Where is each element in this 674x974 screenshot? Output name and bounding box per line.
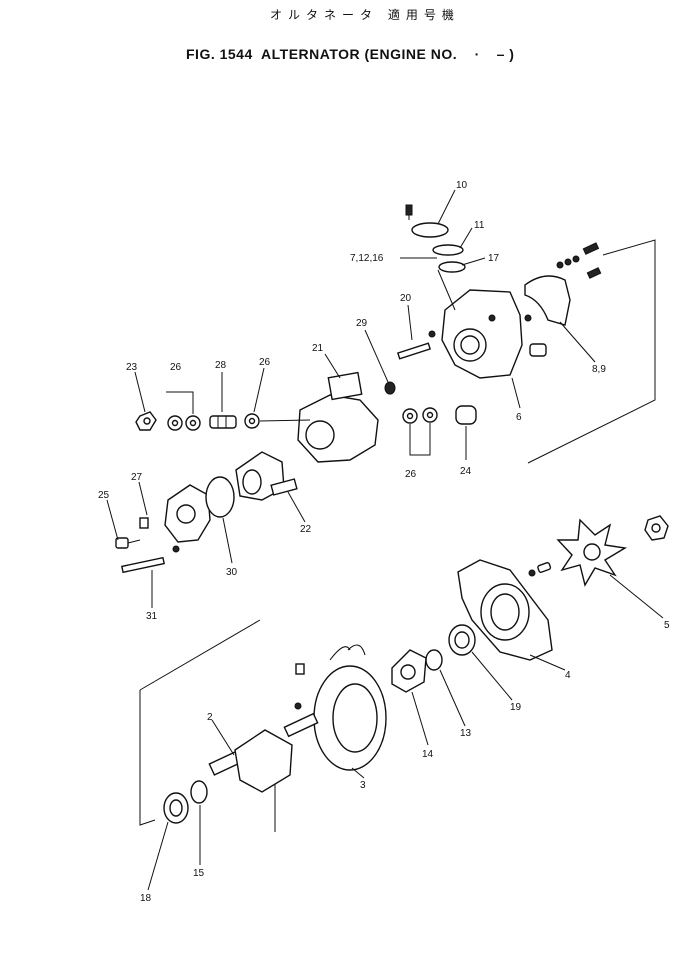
washers-26-c bbox=[402, 407, 438, 424]
callout-19: 19 bbox=[510, 702, 522, 713]
rectifier-holder-21 bbox=[297, 371, 379, 463]
terminal-cap-24 bbox=[455, 405, 477, 425]
callout-28: 28 bbox=[215, 360, 227, 371]
retainer-plate-14 bbox=[391, 649, 427, 693]
callout-14: 14 bbox=[422, 749, 434, 760]
brush-22 bbox=[270, 478, 298, 496]
gasket-11 bbox=[432, 244, 464, 256]
callout-26-c: 26 bbox=[405, 469, 417, 480]
ring-17 bbox=[438, 261, 466, 273]
callout-labels: 10 11 7,12,16 17 20 29 21 6 8,9 23 26 28… bbox=[98, 180, 670, 904]
bearing-19 bbox=[448, 624, 476, 656]
callout-15: 15 bbox=[193, 868, 205, 879]
rotor-2 bbox=[208, 702, 319, 793]
figure-title: FIG. 1544 ALTERNATOR (ENGINE NO. ∙ – ) bbox=[186, 46, 515, 62]
callout-24: 24 bbox=[460, 466, 472, 477]
callout-17: 17 bbox=[488, 253, 500, 264]
bolt-31 bbox=[121, 545, 180, 574]
callout-25: 25 bbox=[98, 490, 110, 501]
rear-housing-6 bbox=[437, 269, 547, 379]
callout-7-12-16: 7,12,16 bbox=[350, 253, 384, 264]
callout-21: 21 bbox=[312, 343, 324, 354]
bolt-20 bbox=[396, 330, 436, 360]
fan-5 bbox=[556, 518, 628, 587]
callout-29: 29 bbox=[356, 318, 368, 329]
bearing-18 bbox=[163, 792, 189, 824]
callout-8-9: 8,9 bbox=[592, 364, 606, 375]
callout-18: 18 bbox=[140, 893, 152, 904]
callout-23: 23 bbox=[126, 362, 138, 373]
washers-26-a bbox=[167, 415, 201, 431]
callout-31: 31 bbox=[146, 611, 158, 622]
callout-30: 30 bbox=[226, 567, 238, 578]
callout-13: 13 bbox=[460, 728, 472, 739]
callout-10: 10 bbox=[456, 180, 468, 191]
brush-holder-8-9 bbox=[524, 242, 602, 326]
callout-2: 2 bbox=[207, 712, 213, 723]
callout-3: 3 bbox=[360, 780, 366, 791]
terminal-bolt-28 bbox=[209, 415, 237, 429]
o-ring-30 bbox=[205, 476, 235, 518]
frame-lines bbox=[139, 239, 656, 832]
cover-gasket-10 bbox=[405, 204, 449, 238]
callout-5: 5 bbox=[664, 620, 670, 631]
washer-26-b bbox=[244, 413, 260, 429]
washer-13 bbox=[425, 649, 443, 671]
callout-4: 4 bbox=[565, 670, 571, 681]
callout-27: 27 bbox=[131, 472, 143, 483]
callout-20: 20 bbox=[400, 293, 412, 304]
pulley-nut bbox=[644, 515, 669, 541]
callout-26-a: 26 bbox=[170, 362, 182, 373]
nut-23 bbox=[135, 411, 157, 431]
leader-lines bbox=[106, 189, 664, 891]
assembly-line-terminal bbox=[259, 419, 311, 422]
washer-29 bbox=[384, 381, 396, 395]
washer-15 bbox=[190, 780, 208, 804]
screw-25 bbox=[115, 537, 141, 549]
japanese-title: オルタネータ 適用号機 bbox=[270, 8, 460, 22]
callout-26-b: 26 bbox=[259, 357, 271, 368]
rear-cover-27 bbox=[139, 484, 211, 543]
callout-6: 6 bbox=[516, 412, 522, 423]
stator-3 bbox=[295, 644, 387, 771]
callout-22: 22 bbox=[300, 524, 312, 535]
front-housing-4 bbox=[457, 559, 553, 661]
callout-11: 11 bbox=[474, 220, 485, 231]
